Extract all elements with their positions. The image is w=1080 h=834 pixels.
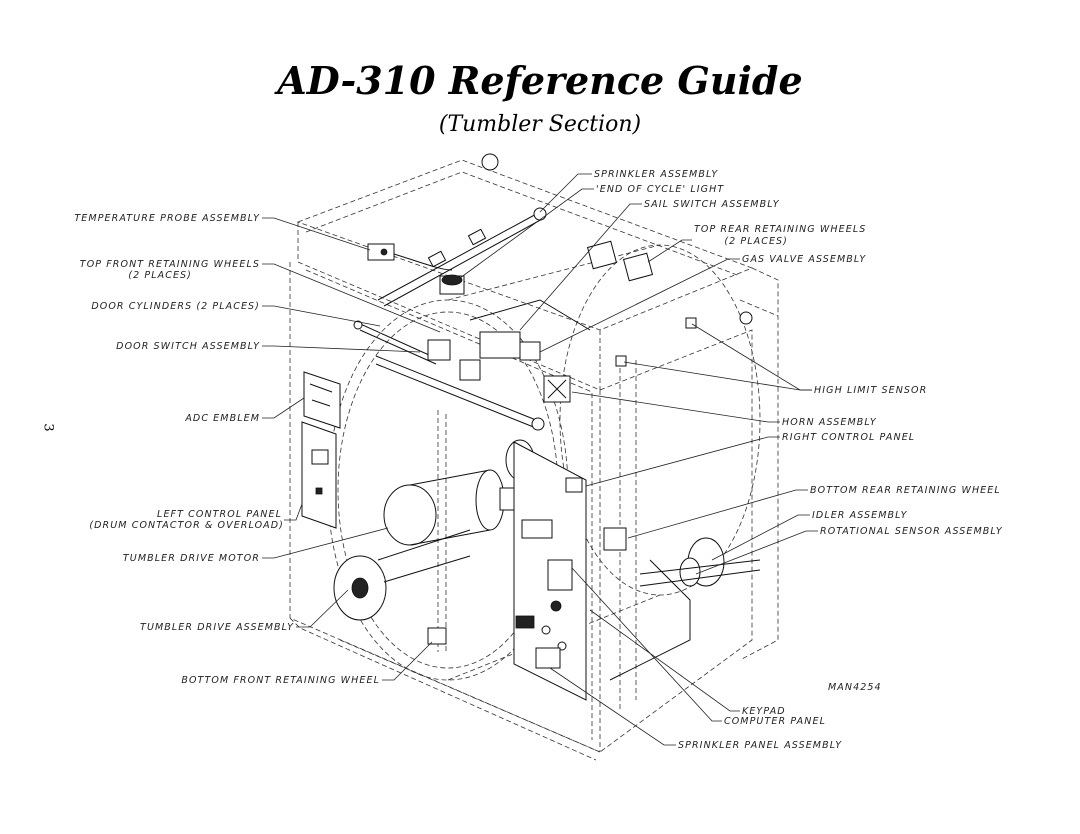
temperature-probe <box>367 243 453 271</box>
label-right-control-panel: RIGHT CONTROL PANEL <box>782 432 915 443</box>
gas-valve <box>469 299 591 361</box>
right-control-panel <box>513 441 587 701</box>
adc-emblem-panel <box>303 371 341 429</box>
label-bottom-front-retaining-wheel: BOTTOM FRONT RETAINING WHEEL <box>181 675 380 686</box>
label-adc-emblem: ADC EMBLEM <box>184 413 260 424</box>
label-sail-switch-assembly: SAIL SWITCH ASSEMBLY <box>644 199 780 210</box>
end-of-cycle-light <box>439 274 465 295</box>
label-top-front-retaining-wheels-note: (2 PLACES) <box>128 270 192 281</box>
label-computer-panel: COMPUTER PANEL <box>724 716 826 727</box>
label-horn-assembly: HORN ASSEMBLY <box>782 417 877 428</box>
label-high-limit-sensor: HIGH LIMIT SENSOR <box>814 385 927 396</box>
label-keypad: KEYPAD <box>742 706 786 717</box>
page-title: AD-310 Reference Guide <box>277 58 803 103</box>
label-door-cylinders: DOOR CYLINDERS (2 PLACES) <box>91 301 260 312</box>
label-drawing-number: MAN4254 <box>828 682 882 693</box>
label-bottom-rear-retaining-wheel: BOTTOM REAR RETAINING WHEEL <box>810 485 1001 496</box>
label-top-front-retaining-wheels: TOP FRONT RETAINING WHEELS <box>80 259 260 270</box>
leader-lines <box>262 173 818 746</box>
label-sprinkler-panel-assembly: SPRINKLER PANEL ASSEMBLY <box>678 740 842 751</box>
idler-and-rotational-sensor <box>609 537 761 681</box>
tumbler-drive-motor <box>383 439 535 546</box>
bottom-front-wheel <box>427 627 447 645</box>
cabinet-outline <box>289 159 779 761</box>
top-rear-wheels <box>586 240 654 282</box>
high-limit-sensors <box>481 153 753 367</box>
door-cylinders <box>353 320 441 365</box>
label-left-control-panel-note: (DRUM CONTACTOR & OVERLOAD) <box>89 520 284 531</box>
label-rotational-sensor-assembly: ROTATIONAL SENSOR ASSEMBLY <box>820 526 1003 537</box>
bottom-rear-wheel <box>603 527 627 551</box>
door-switch <box>375 339 545 431</box>
label-top-rear-retaining-wheels: TOP REAR RETAINING WHEELS <box>694 224 866 235</box>
sprinkler-pipe <box>377 207 547 307</box>
label-left-control-panel: LEFT CONTROL PANEL <box>157 509 282 520</box>
label-idler-assembly: IDLER ASSEMBLY <box>812 510 908 521</box>
label-tumbler-drive-assembly: TUMBLER DRIVE ASSEMBLY <box>140 622 294 633</box>
horn <box>543 375 571 403</box>
label-temperature-probe-assembly: TEMPERATURE PROBE ASSEMBLY <box>74 213 260 224</box>
label-door-switch-assembly: DOOR SWITCH ASSEMBLY <box>116 341 260 352</box>
page-subtitle: (Tumbler Section) <box>438 112 642 137</box>
label-gas-valve-assembly: GAS VALVE ASSEMBLY <box>742 254 866 265</box>
left-control-panel-box <box>301 421 337 529</box>
label-sprinkler-assembly: SPRINKLER ASSEMBLY <box>594 169 718 180</box>
label-top-rear-retaining-wheels-note: (2 PLACES) <box>724 236 788 247</box>
label-tumbler-drive-motor: TUMBLER DRIVE MOTOR <box>123 553 260 564</box>
tumbler-drive-assembly <box>333 529 471 621</box>
label-end-of-cycle-light: 'END OF CYCLE' LIGHT <box>596 184 724 195</box>
